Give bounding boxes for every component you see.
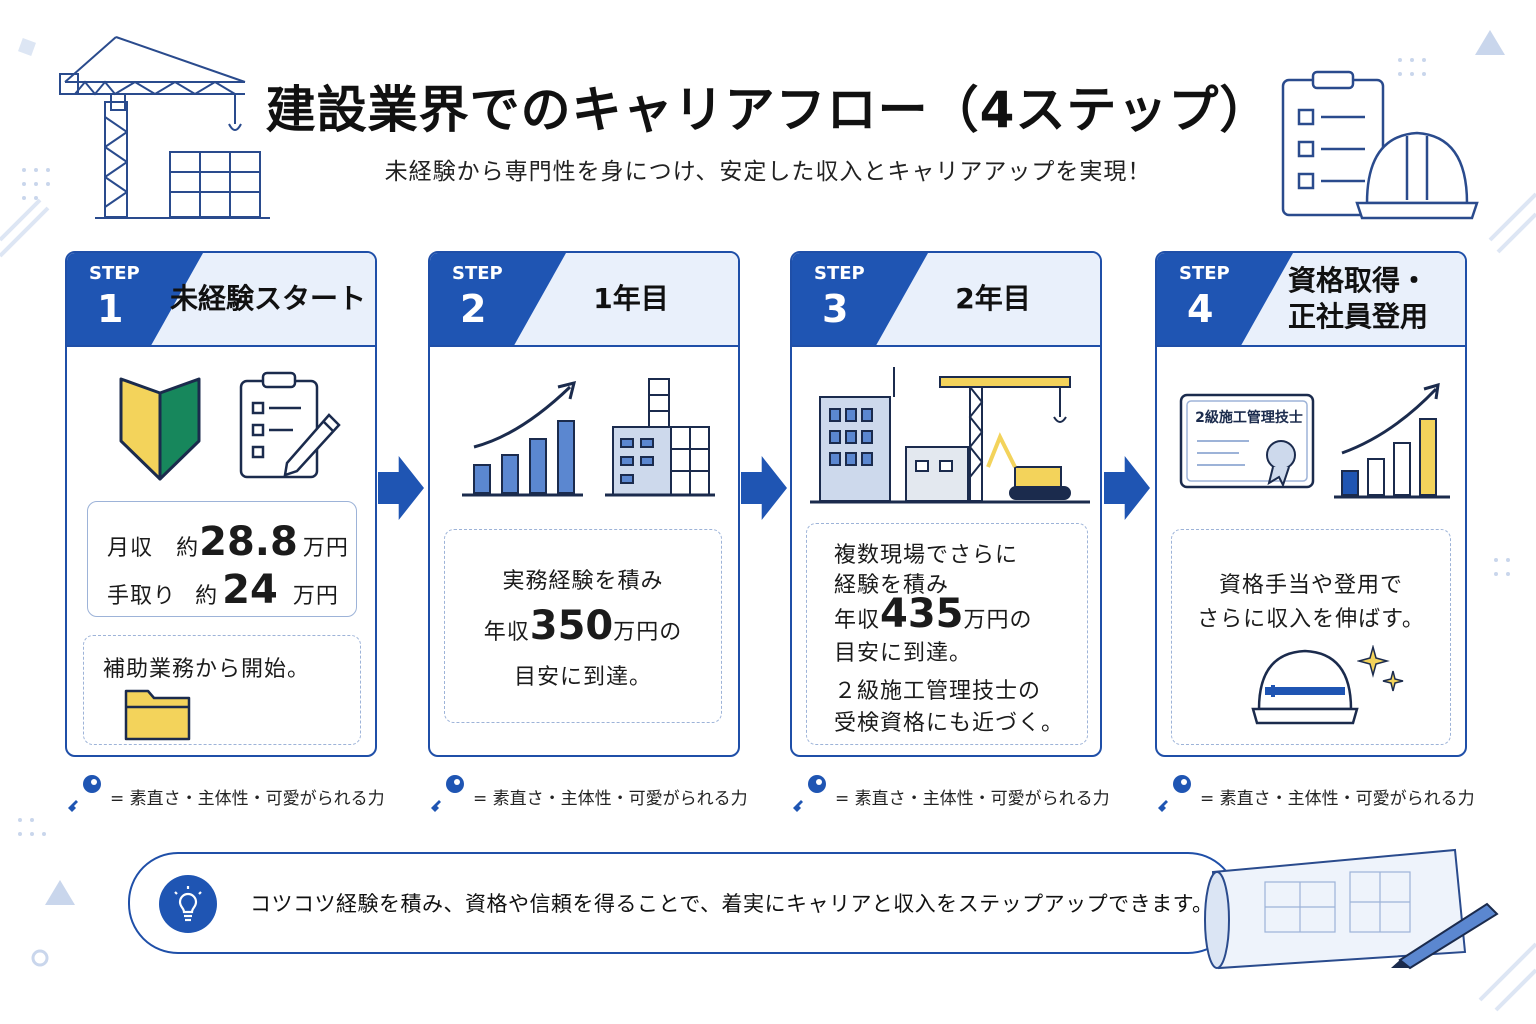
step-header: STEP 4 資格取得・ 正社員登用 (1157, 253, 1465, 347)
page-subtitle: 未経験から専門性を身につけ、安定した収入とキャリアアップを実現！ (384, 159, 1152, 185)
pencil-icon (239, 371, 341, 479)
annual-income: 年収350万円の (483, 603, 683, 649)
description-line: 実務経験を積み (502, 569, 664, 594)
step-title: 2年目 (955, 282, 1031, 315)
helmet-icon (1251, 649, 1359, 725)
monthly-income: 月収 約28.8 万円 (107, 519, 349, 565)
step-number: 2 (460, 287, 487, 331)
bar-chart-icon (462, 380, 583, 497)
summary-box (128, 852, 1238, 954)
step-number: 3 (822, 287, 849, 331)
step-header: STEP 3 2年目 (792, 253, 1100, 347)
bar-chart-icon (1334, 382, 1450, 499)
description-line: 経験を積み (834, 573, 950, 598)
blueprint-icon (1204, 848, 1499, 970)
step-title: 未経験スタート (169, 282, 366, 315)
folder-icon (124, 689, 191, 741)
description-line: 受検資格にも近づく。 (834, 711, 1065, 736)
description-line: 目安に到達。 (834, 641, 973, 666)
description-line: 資格手当や登用で (1218, 573, 1403, 598)
description-box (1171, 529, 1451, 745)
step-number: 1 (97, 287, 124, 331)
step-header: STEP 2 1年目 (430, 253, 738, 347)
crane-icon (59, 36, 270, 219)
key-icon (68, 775, 101, 812)
annual-income: 年収435万円の (834, 591, 1033, 637)
key-icon (431, 775, 464, 812)
trait-text: = 素直さ・主体性・可愛がられる力 (473, 789, 748, 809)
description-line: さらに収入を伸ばす。 (1197, 607, 1425, 632)
step-header: STEP 1 未経験スタート (67, 253, 375, 347)
beginner-mark-icon (119, 377, 201, 481)
clipboard-icon (1281, 70, 1385, 217)
certificate-label: 2級施工管理技士 (1195, 410, 1303, 426)
step-card-3: STEP 3 2年目 複数現場でさらに 経験を積み (790, 251, 1102, 757)
trait-text: = 素直さ・主体性・可愛がられる力 (1200, 789, 1475, 809)
note-box (83, 635, 361, 745)
description-box (806, 523, 1088, 745)
description-box (444, 529, 722, 723)
step-label: STEP (1179, 263, 1230, 284)
key-icon (1158, 775, 1191, 812)
certificate-icon (1179, 393, 1315, 489)
key-icon (793, 775, 826, 812)
trait-text: = 素直さ・主体性・可愛がられる力 (835, 789, 1110, 809)
step-label: STEP (452, 263, 503, 284)
step-title: 1年目 (593, 282, 669, 315)
excavator-icon (810, 367, 1090, 504)
step-card-2: STEP 2 1年目 実務経験を積み 年収350万円の 目安に到達。 (428, 251, 740, 757)
helmet-icon (1355, 131, 1479, 220)
step-note: 補助業務から開始。 (103, 657, 311, 682)
description-line: 目安に到達。 (513, 665, 652, 690)
step-label: STEP (814, 263, 865, 284)
trait-text: = 素直さ・主体性・可愛がられる力 (110, 789, 385, 809)
step-title: 資格取得・ 正社員登用 (1287, 264, 1428, 333)
income-box (87, 501, 357, 617)
summary-message: コツコツ経験を積み、資格や信頼を得ることで、着実にキャリアと収入をステップアップ… (250, 892, 1214, 916)
step-card-4: STEP 4 資格取得・ 正社員登用 2級施工管理技士 資格手当や登用で さらに… (1155, 251, 1467, 757)
page-title: 建設業界でのキャリアフロー（4ステップ） (265, 81, 1271, 139)
description-line: 複数現場でさらに (834, 543, 1019, 568)
building-icon (605, 378, 715, 497)
description-line: ２級施工管理技士の (834, 679, 1042, 704)
lightbulb-icon (159, 875, 217, 933)
step-label: STEP (89, 263, 140, 284)
sparkle-icon (1357, 645, 1404, 692)
step-number: 4 (1187, 287, 1214, 331)
